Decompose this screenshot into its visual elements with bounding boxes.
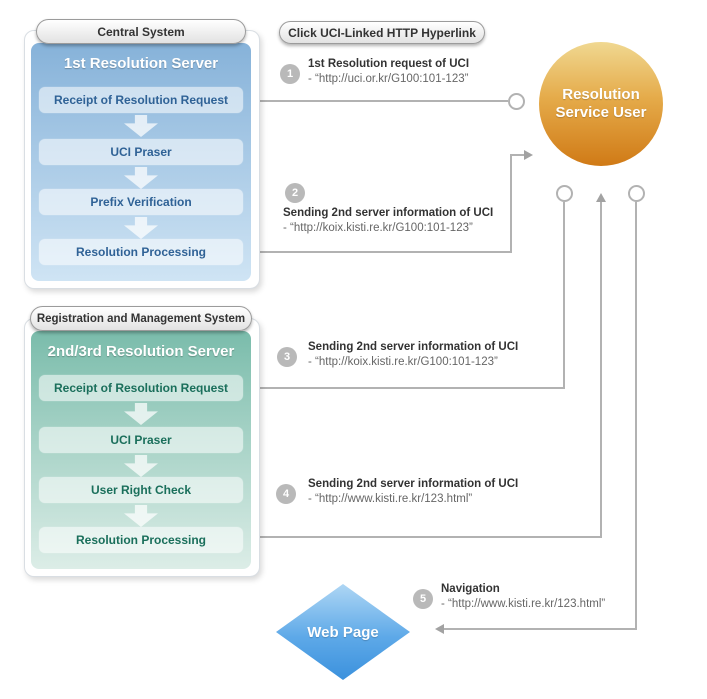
system-title: 1st Resolution Server (63, 55, 219, 72)
step-annotation: Navigation - “http://www.kisti.re.kr/123… (441, 582, 605, 612)
connector-line-step3-horizontal (243, 387, 565, 389)
step-title: Sending 2nd server information of UCI (308, 478, 519, 490)
system-title: 2nd/3rd Resolution Server (47, 343, 235, 360)
flow-arrow-down-icon (124, 115, 158, 137)
step-number-badge: 4 (276, 484, 296, 504)
first-resolution-server-box: 1st Resolution Server Receipt of Resolut… (31, 43, 251, 281)
flow-step-user-right: User Right Check (39, 477, 243, 503)
connector-line-step2-bottom (234, 251, 512, 253)
step-url: - “http://koix.kisti.re.kr/G100:101-123” (283, 222, 473, 234)
arrowhead-up-icon (596, 193, 606, 202)
connector-line-step3-vertical (563, 202, 565, 389)
actor-label-line2: Service User (555, 104, 647, 121)
second-resolution-server-box: 2nd/3rd Resolution Server Receipt of Res… (31, 331, 251, 569)
connector-line-step5-horizontal (443, 628, 637, 630)
flow-arrow-down-icon (124, 403, 158, 425)
node-circle-icon (508, 93, 525, 110)
step-annotation: Sending 2nd server information of UCI - … (308, 340, 518, 370)
step-title: 1st Resolution request of UCI (308, 58, 470, 70)
arrowhead-right-icon (524, 150, 533, 160)
flow-step-receipt: Receipt of Resolution Request (39, 375, 243, 401)
flow-step-parser: UCI Praser (39, 427, 243, 453)
step-url: - “http://uci.or.kr/G100:101-123” (308, 73, 469, 85)
connector-line-step2-vertical (510, 154, 512, 253)
step-url: - “http://www.kisti.re.kr/123.html” (308, 493, 473, 505)
resolution-service-user-circle: Resolution Service User (539, 42, 663, 166)
flow-step-parser: UCI Praser (39, 139, 243, 165)
step-title: Sending 2nd server information of UCI (308, 341, 519, 353)
flow-arrow-down-icon (124, 505, 158, 527)
step-title: Navigation (441, 583, 500, 595)
connector-line-step1 (240, 100, 508, 102)
registration-system-tag: Registration and Management System (30, 306, 252, 331)
step-title: Sending 2nd server information of UCI (283, 207, 494, 219)
actor-label-line1: Resolution (562, 86, 640, 103)
step-number-badge: 2 (285, 183, 305, 203)
step-annotation: Sending 2nd server information of UCI - … (283, 206, 493, 236)
web-page-diamond: Web Page (273, 581, 413, 683)
flow-arrow-down-icon (124, 217, 158, 239)
step-number-badge: 1 (280, 64, 300, 84)
node-circle-icon (628, 185, 645, 202)
step-number-badge: 5 (413, 589, 433, 609)
step-annotation: Sending 2nd server information of UCI - … (308, 477, 518, 507)
central-system-tag: Central System (36, 19, 246, 44)
flow-step-receipt: Receipt of Resolution Request (39, 87, 243, 113)
flow-step-prefix: Prefix Verification (39, 189, 243, 215)
click-hyperlink-button[interactable]: Click UCI-Linked HTTP Hyperlink (279, 21, 485, 44)
flow-arrow-down-icon (124, 167, 158, 189)
web-page-label: Web Page (276, 584, 410, 680)
flow-arrow-down-icon (124, 455, 158, 477)
flow-step-processing: Resolution Processing (39, 527, 243, 553)
connector-line-step4-horizontal (234, 536, 602, 538)
step-number-badge: 3 (277, 347, 297, 367)
connector-line-step5-vertical (635, 202, 637, 630)
arrowhead-left-icon (435, 624, 444, 634)
step-url: - “http://www.kisti.re.kr/123.html” (441, 598, 606, 610)
flow-step-processing: Resolution Processing (39, 239, 243, 265)
step-annotation: 1st Resolution request of UCI - “http://… (308, 57, 469, 87)
connector-line-step4-vertical (600, 202, 602, 538)
step-url: - “http://koix.kisti.re.kr/G100:101-123” (308, 356, 498, 368)
node-circle-icon (556, 185, 573, 202)
connector-line-step2-top (512, 154, 526, 156)
